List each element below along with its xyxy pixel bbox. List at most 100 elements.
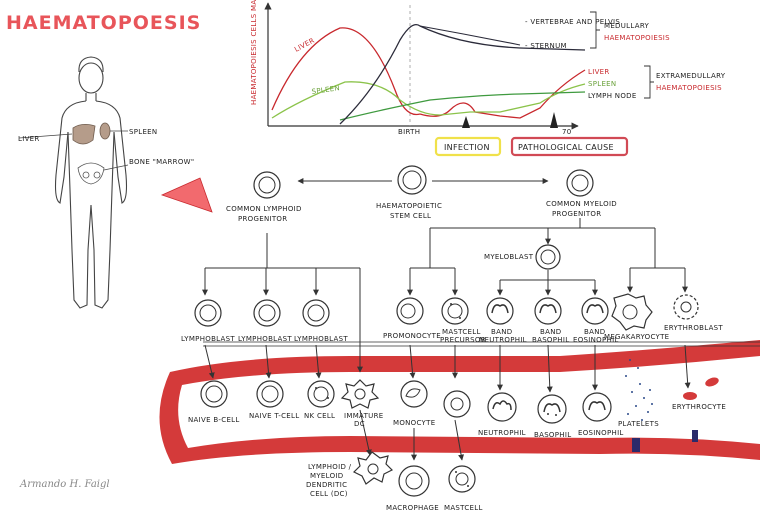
- cell-erythroblast: [673, 294, 699, 320]
- legend-medullary-sub: HAEMATOPOIESIS: [604, 34, 670, 42]
- label-myeloblast: MYELOBLAST: [484, 253, 534, 261]
- pathological-marker-icon: [550, 112, 558, 128]
- label-basophil: BASOPHIL: [534, 431, 571, 439]
- cell-naive-t: [256, 380, 284, 408]
- liver-pointer: [18, 133, 73, 139]
- label-bone-marrow: BONE "MARROW": [129, 158, 194, 166]
- cell-lymphoblast-3: [302, 299, 330, 327]
- series-lymph-node: [339, 91, 586, 121]
- label-band-eosinophil-2: EOSINOPHIL: [573, 336, 619, 344]
- cell-naive-b: [200, 380, 228, 408]
- series-vertebrae-pelvis: [339, 23, 586, 125]
- label-liver: LIVER: [18, 135, 40, 143]
- label-band-neutrophil-2: NEUTROPHIL: [479, 336, 527, 344]
- marrow-pointer: [103, 164, 129, 171]
- label-dc-1: LYMPHOID /: [308, 463, 352, 471]
- erythrocytes: [683, 377, 719, 400]
- legend-extramedullary-sub: HAEMATOPOIESIS: [656, 84, 722, 92]
- label-spleen: SPLEEN: [129, 128, 157, 136]
- infection-label: INFECTION: [444, 143, 490, 152]
- cell-common-lymphoid: [253, 171, 281, 199]
- pathological-box: [510, 136, 629, 157]
- infection-box: [434, 136, 502, 157]
- red-arrow-icon: [160, 177, 213, 213]
- label-megakaryocyte: MEGAKARYOCYTE: [604, 333, 669, 341]
- label-naive-b: NAIVE B-CELL: [188, 416, 240, 424]
- tree-connectors: [202, 178, 691, 461]
- label-nk: NK CELL: [304, 412, 335, 420]
- label-naive-t: NAIVE T-CELL: [249, 412, 299, 420]
- label-eosinophil: EOSINOPHIL: [578, 429, 624, 437]
- bone-marrow-pelvis: [77, 162, 105, 185]
- line-label-liver: LIVER: [293, 37, 316, 54]
- cell-band-eosinophil: [581, 297, 609, 325]
- cell-basophil: [537, 394, 567, 424]
- cell-eosinophil: [582, 392, 612, 422]
- cell-monocyte: [400, 380, 428, 408]
- label-common-myeloid-2: PROGENITOR: [552, 210, 601, 218]
- label-band-basophil-1: BAND: [540, 328, 561, 336]
- label-band-neutrophil-1: BAND: [491, 328, 512, 336]
- platelets: [625, 359, 653, 421]
- series-spleen: [271, 81, 586, 119]
- medullary-brace: [590, 11, 600, 49]
- label-stem-1: HAEMATOPOIETIC: [376, 202, 442, 210]
- cell-megakaryocyte: [611, 293, 653, 331]
- cell-macrophage: [398, 465, 430, 497]
- legend-liver: LIVER: [588, 68, 610, 76]
- pathological-label: PATHOLOGICAL CAUSE: [518, 143, 614, 152]
- legend-lymph-node: LYMPH NODE: [588, 92, 637, 100]
- cell-common-myeloid: [566, 169, 594, 197]
- cell-band-basophil: [534, 297, 562, 325]
- legend-medullary: MEDULLARY: [604, 22, 650, 30]
- legend-sternum: - STERNUM: [525, 42, 567, 50]
- haematopoiesis-chart: HAEMATOPOIESIS CELLS MADE % LIVER SPLEEN…: [250, 0, 726, 157]
- cell-lymphoblast-1: [194, 299, 222, 327]
- label-immature-dc-1: IMMATURE: [344, 412, 383, 420]
- label-erythrocyte: ERYTHROCYTE: [672, 403, 726, 411]
- label-platelets: PLATELETS: [618, 420, 659, 428]
- label-monocyte: MONOCYTE: [393, 419, 435, 427]
- cell-band-neutrophil: [486, 297, 514, 325]
- cell-dendritic: [352, 451, 394, 485]
- legend-extramedullary: EXTRAMEDULLARY: [656, 72, 726, 80]
- label-common-lymphoid-2: PROGENITOR: [238, 215, 287, 223]
- page-title: HAEMATOPOESIS: [6, 12, 201, 34]
- cell-mastcell: [448, 465, 476, 493]
- cell-myeloblast: [535, 244, 561, 270]
- series-sternum: [419, 25, 521, 46]
- signature: Armando H. Faigl: [19, 479, 110, 490]
- line-label-spleen: SPLEEN: [311, 84, 340, 96]
- cell-lymphoblast-2: [253, 299, 281, 327]
- cell-promonocyte: [396, 297, 424, 325]
- label-mastcell-precursor-2: PRECURSOR: [440, 336, 486, 344]
- label-stem-2: STEM CELL: [390, 212, 431, 220]
- label-common-lymphoid-1: COMMON LYMPHOID: [226, 205, 302, 213]
- label-mastcell-precursor-1: MASTCELL: [442, 328, 481, 336]
- chart-birth-label: BIRTH: [398, 128, 420, 136]
- extramedullary-brace: [644, 65, 654, 99]
- cell-mastcell-blood: [443, 390, 471, 418]
- cell-mastcell-precursor: [441, 297, 469, 325]
- legend-vertebrae: - VERTEBRAE AND PELVIS: [525, 18, 620, 26]
- cell-nk: [307, 380, 335, 408]
- infection-marker-icon: [462, 116, 470, 128]
- label-lymphoblast-3: LYMPHOBLAST: [294, 335, 348, 343]
- label-lymphoblast-1: LYMPHOBLAST: [181, 335, 235, 343]
- label-band-basophil-2: BASOPHIL: [532, 336, 569, 344]
- label-neutrophil: NEUTROPHIL: [478, 429, 526, 437]
- label-band-eosinophil-1: BAND: [584, 328, 605, 336]
- label-mastcell: MASTCELL: [444, 504, 483, 512]
- cell-stem: [397, 165, 427, 195]
- chart-ylabel: HAEMATOPOIESIS CELLS MADE %: [250, 0, 258, 105]
- human-figure: [54, 56, 128, 309]
- series-liver-fetal: [271, 27, 421, 116]
- label-common-myeloid-1: COMMON MYELOID: [546, 200, 617, 208]
- label-dc-4: CELL (DC): [310, 490, 348, 498]
- label-lymphoblast-2: LYMPHOBLAST: [238, 335, 292, 343]
- label-dc-3: DENDRITIC: [306, 481, 347, 489]
- label-dc-2: MYELOID: [310, 472, 343, 480]
- legend-spleen: SPLEEN: [588, 80, 616, 88]
- spleen-organ: [99, 122, 111, 140]
- label-promonocyte: PROMONOCYTE: [383, 332, 441, 340]
